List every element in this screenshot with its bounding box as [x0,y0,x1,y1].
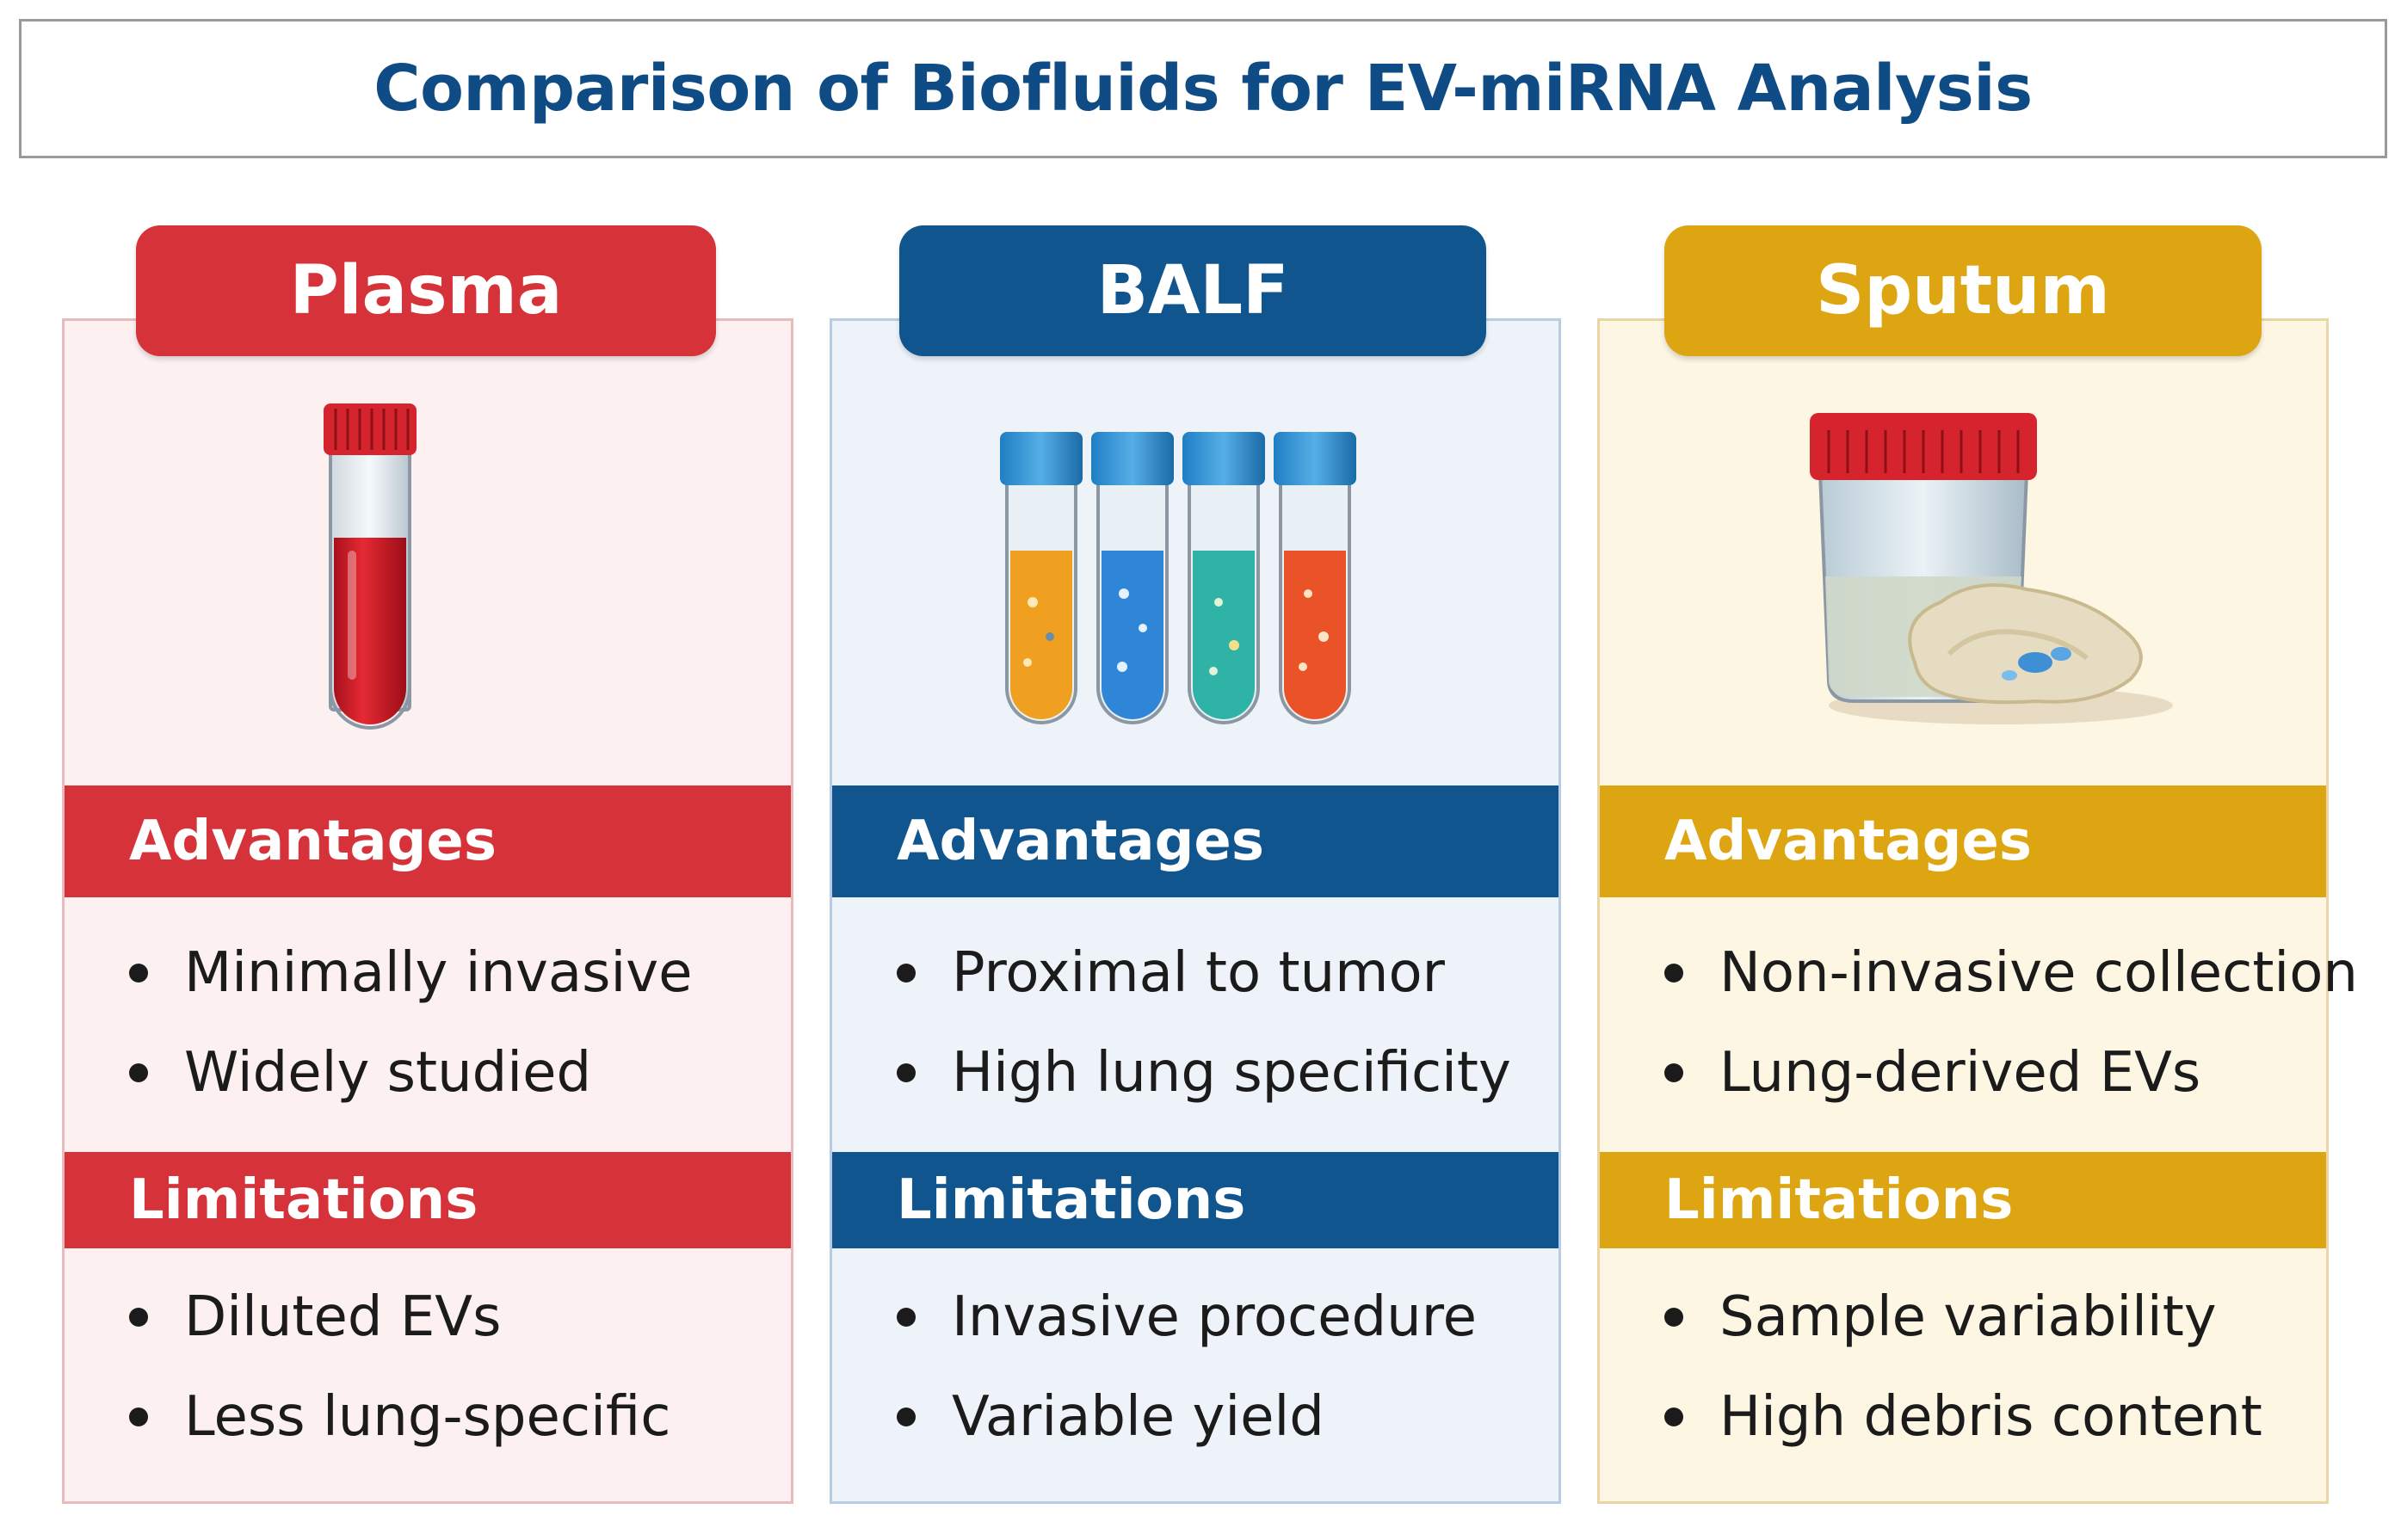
bullet-icon [897,964,916,983]
advantages-header: Advantages [832,785,1558,897]
limitations-list: Sample variability High debris content [1664,1267,2262,1467]
list-item: Minimally invasive [129,923,693,1023]
bullet-icon [129,1308,148,1327]
advantages-header: Advantages [1600,785,2326,897]
bullet-icon [897,1063,916,1082]
list-item: Diluted EVs [129,1267,670,1367]
tube-blue [1091,432,1174,724]
list-item: Lung-derived EVs [1664,1023,2358,1123]
tube-red [1274,432,1356,724]
limitations-list: Diluted EVs Less lung-specific [129,1267,670,1467]
blood-tube-icon [324,403,417,730]
bullet-icon [129,1408,148,1426]
advantages-list: Proximal to tumor High lung specificity [897,923,1511,1123]
tab-plasma: Plasma [136,225,716,356]
bullet-icon [129,1063,148,1082]
bullet-icon [1664,1308,1683,1327]
list-item: Sample variability [1664,1267,2262,1367]
bullet-icon [129,964,148,983]
list-item: High lung specificity [897,1023,1511,1123]
list-item: Variable yield [897,1367,1477,1467]
limitations-list: Invasive procedure Variable yield [897,1267,1477,1467]
list-item: Less lung-specific [129,1367,670,1467]
list-item: Invasive procedure [897,1267,1477,1367]
list-item: Non-invasive collection [1664,923,2358,1023]
tab-sputum: Sputum [1664,225,2262,356]
limitations-header: Limitations [65,1152,791,1248]
sample-tubes-icon [1000,432,1356,724]
list-item: High debris content [1664,1367,2262,1467]
card-sputum: Advantages Non-invasive collection Lung-… [1597,318,2358,1504]
list-item: Proximal to tumor [897,923,1511,1023]
card-plasma: Advantages Minimally invasive Widely stu… [62,318,793,1504]
advantages-list: Minimally invasive Widely studied [129,923,693,1123]
advantages-list: Non-invasive collection Lung-derived EVs [1664,923,2358,1123]
limitations-header: Limitations [832,1152,1558,1248]
bullet-icon [897,1308,916,1327]
bullet-icon [897,1408,916,1426]
page-title: Comparison of Biofluids for EV-miRNA Ana… [373,52,2033,126]
tube-orange [1000,432,1083,724]
limitations-header: Limitations [1600,1152,2326,1248]
title-box: Comparison of Biofluids for EV-miRNA Ana… [19,19,2387,158]
bullet-icon [1664,1408,1683,1426]
list-item: Widely studied [129,1023,693,1123]
tab-balf: BALF [899,225,1486,356]
tube-teal [1182,432,1265,724]
bullet-icon [1664,964,1683,983]
sputum-cup-icon [1810,413,2173,724]
bullet-icon [1664,1063,1683,1082]
advantages-header: Advantages [65,785,791,897]
